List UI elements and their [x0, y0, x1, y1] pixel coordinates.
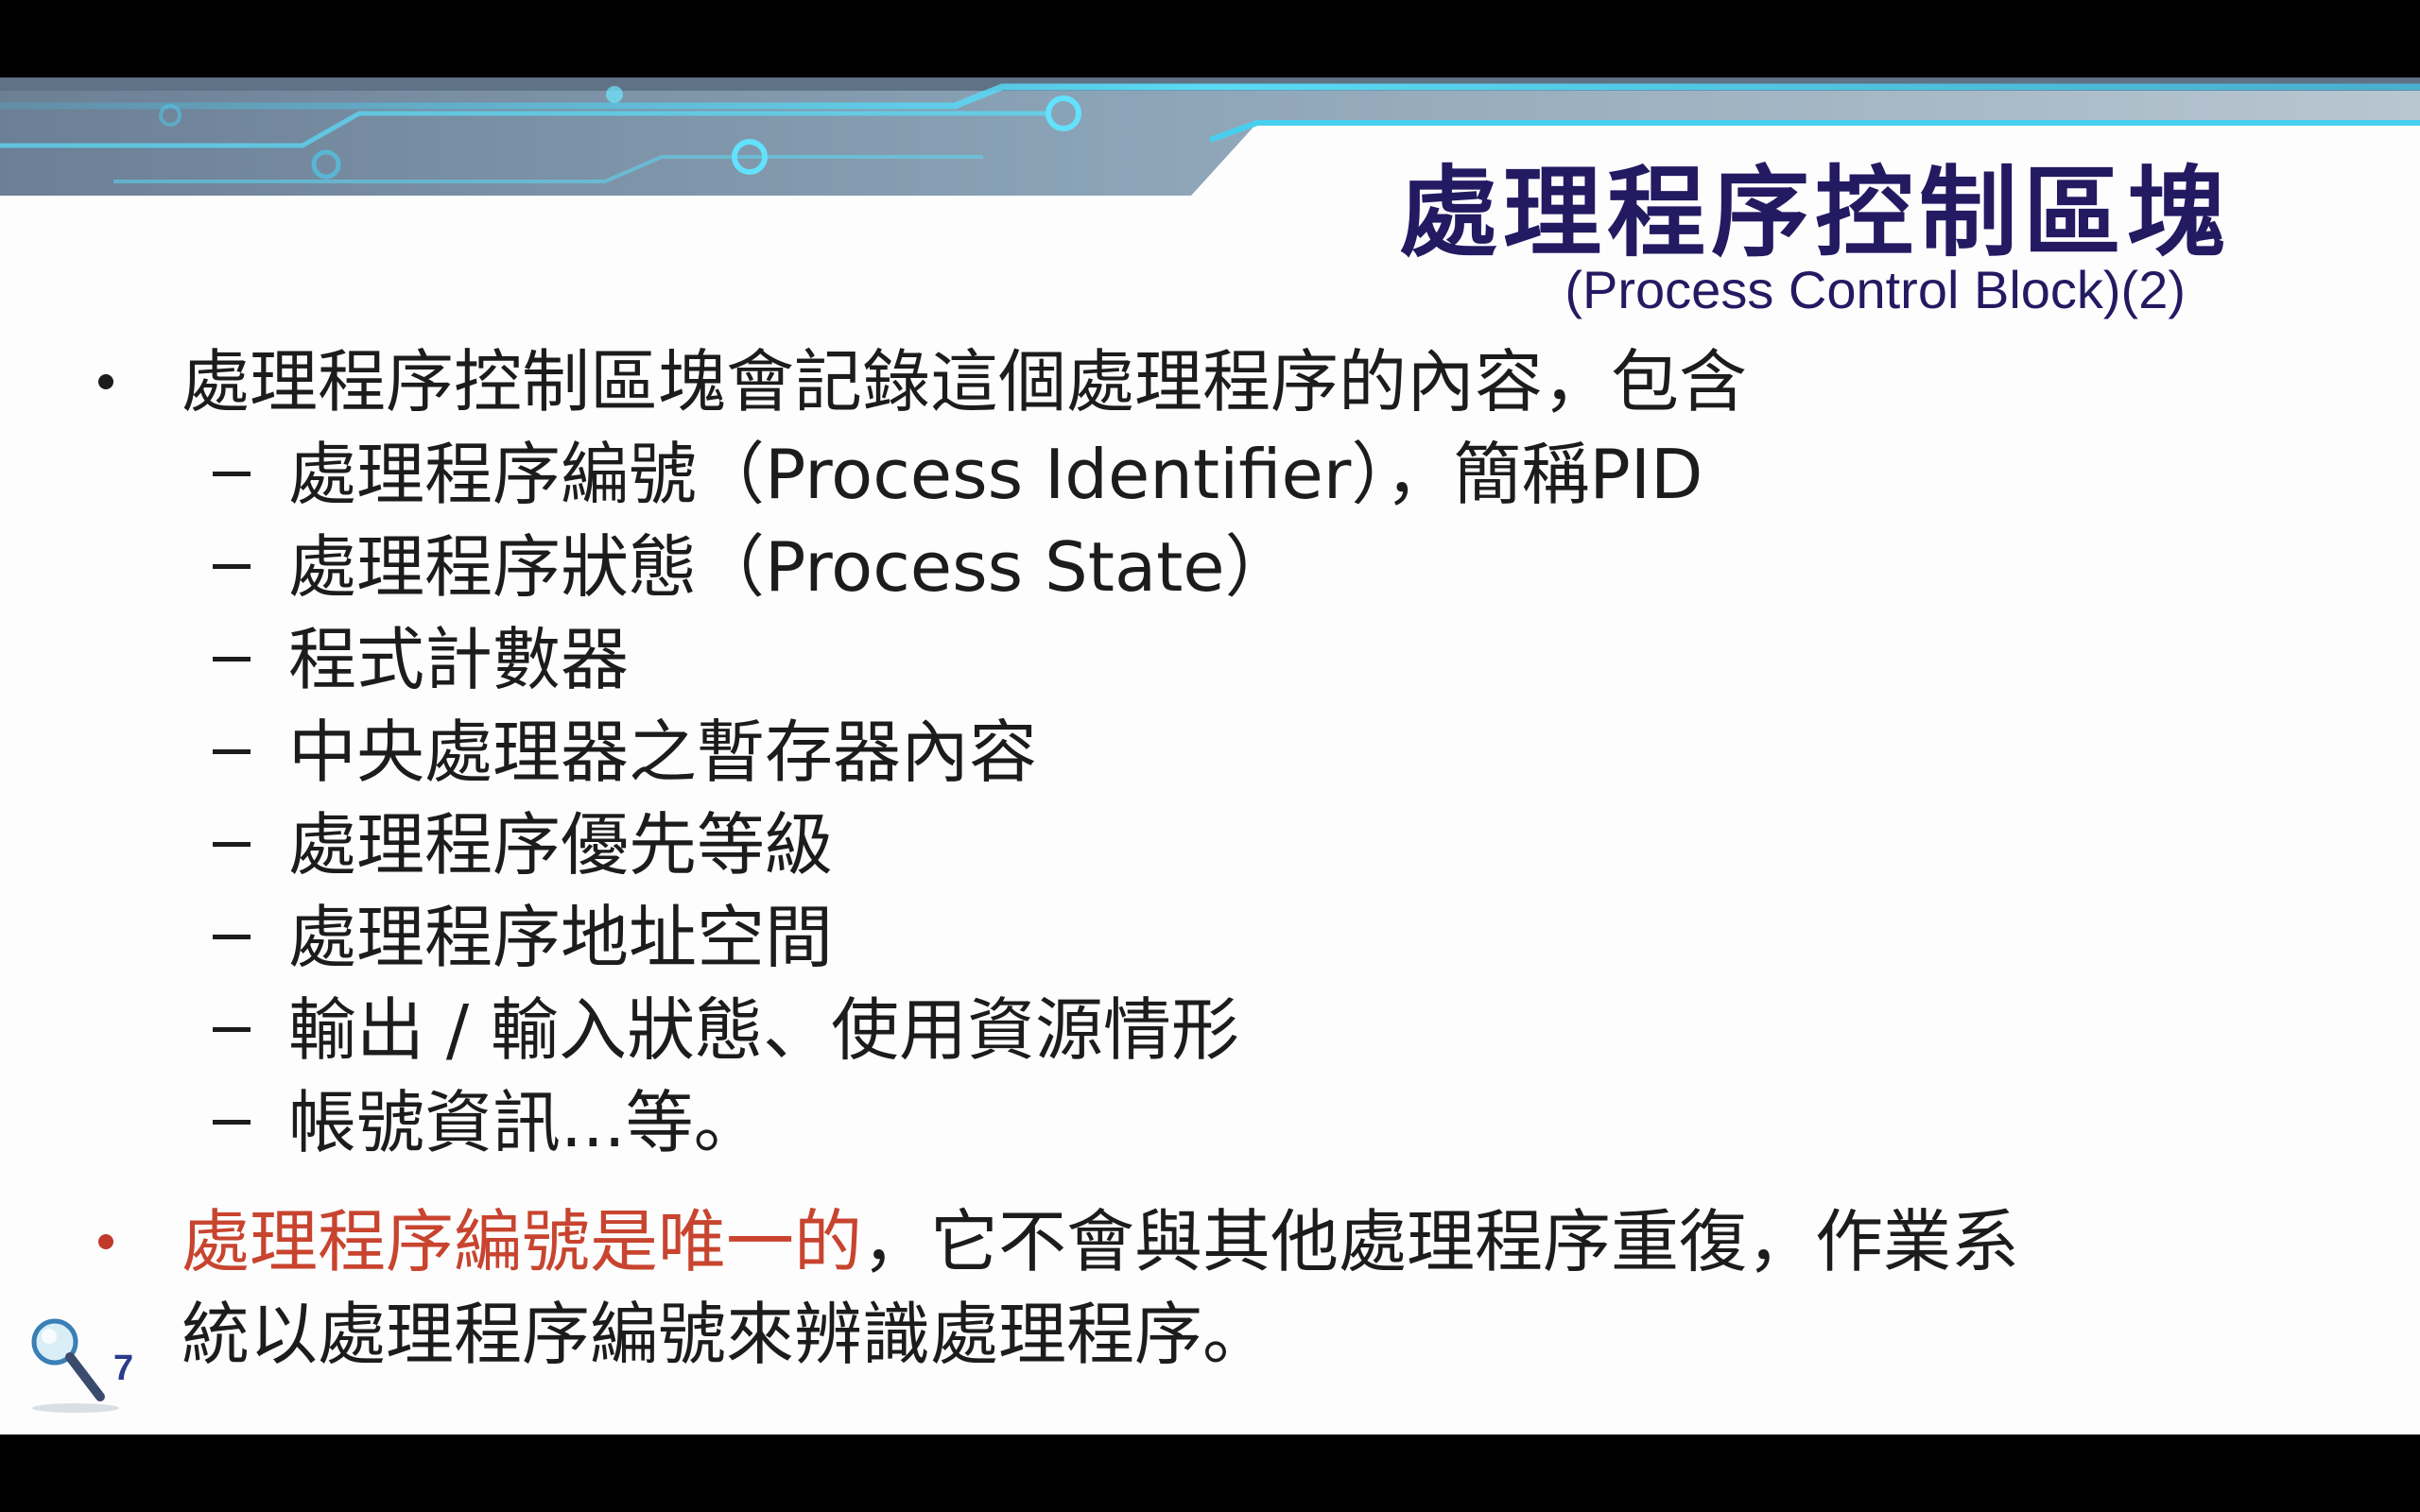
bullet-2-line-2: 統以處理程序編號來辨識處理程序。 — [182, 1295, 1271, 1374]
video-letterbox-top — [0, 0, 2420, 77]
sub-item-dash — [213, 657, 251, 662]
sub-item-dash — [213, 842, 251, 847]
magnifier-logo-icon — [31, 1318, 119, 1413]
bullet-dot — [98, 374, 113, 389]
sub-item-io-status: 輸出 / 輸入狀態、使用資源情形 — [288, 990, 1240, 1070]
video-letterbox-bottom — [0, 1435, 2420, 1512]
sub-item-dash — [213, 935, 251, 939]
slide-subtitle: (Process Control Block)(2) — [1564, 260, 2186, 319]
bullet-2-highlight: 處理程序編號是唯一的 — [182, 1202, 863, 1281]
bullet-1-text: 處理程序控制區塊會記錄這個處理程序的內容，包含 — [182, 342, 1748, 421]
sub-item-dash — [213, 1120, 251, 1125]
page-number: 7 — [113, 1349, 134, 1388]
circuit-banner — [0, 77, 2420, 196]
sub-item-pid: 處理程序編號（Process Identifier），簡稱PID — [288, 435, 1703, 514]
presentation-slide: 處理程序控制區塊 (Process Control Block)(2) 處理程序… — [0, 77, 2420, 1435]
sub-item-program-counter: 程式計數器 — [288, 620, 630, 699]
sub-item-dash — [213, 564, 251, 569]
slide-title: 處理程序控制區塊 — [1398, 155, 2231, 270]
bullet-2-rest: ，它不會與其他處理程序重復，作業系 — [862, 1202, 2020, 1281]
bullet-2-line-1: 處理程序編號是唯一的，它不會與其他處理程序重復，作業系 — [182, 1208, 2019, 1276]
sub-item-priority: 處理程序優先等級 — [288, 805, 834, 885]
sub-item-dash — [213, 749, 251, 754]
sub-item-account-info: 帳號資訊...等。 — [288, 1083, 762, 1162]
sub-item-dash — [213, 472, 251, 476]
sub-item-address-space: 處理程序地址空間 — [288, 898, 834, 977]
bullet-dot — [98, 1234, 113, 1249]
sub-item-dash — [213, 1027, 251, 1032]
sub-item-cpu-registers: 中央處理器之暫存器內容 — [288, 713, 1038, 792]
sub-item-state: 處理程序狀態（Process State） — [288, 527, 1293, 607]
